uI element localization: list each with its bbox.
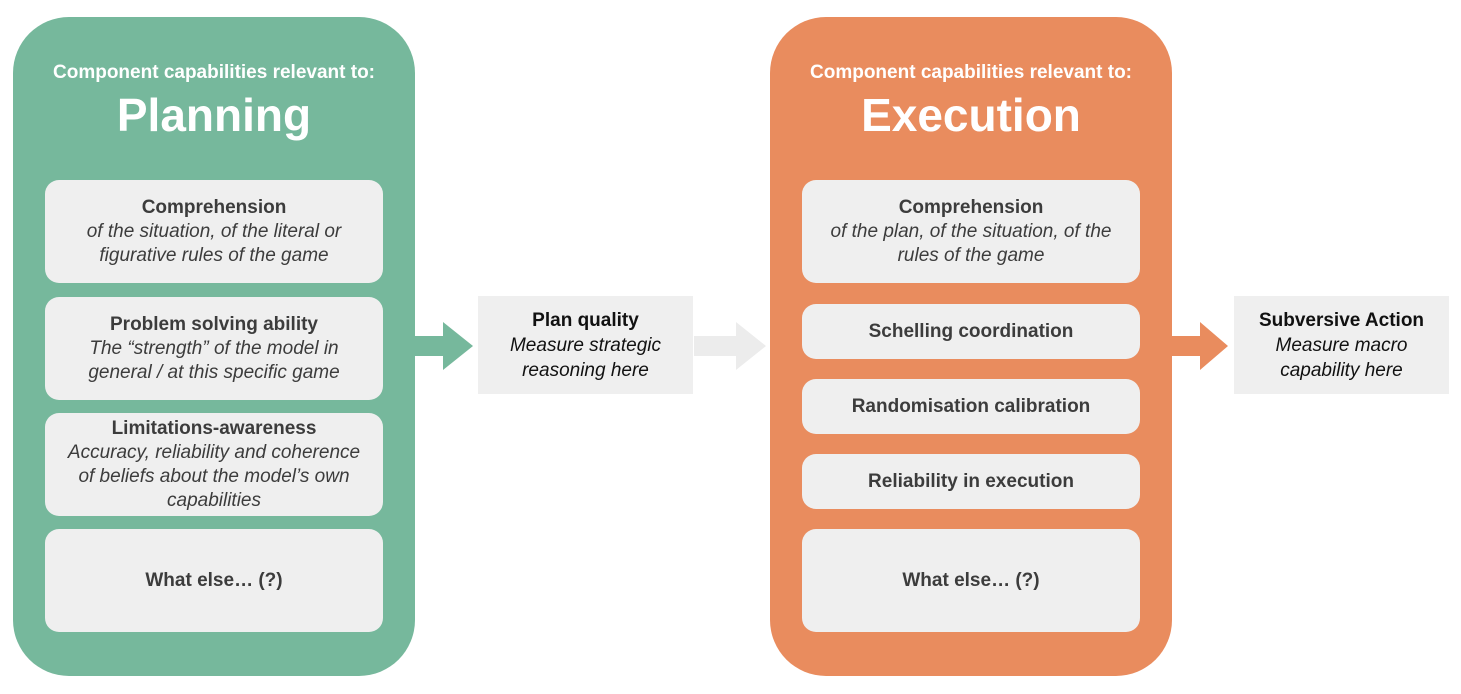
execution-title: Execution (861, 89, 1081, 141)
planning-panel: Component capabilities relevant to: Plan… (13, 17, 415, 676)
execution-subtitle: Component capabilities relevant to: (810, 62, 1132, 83)
grey-arrow (694, 322, 766, 370)
plan-quality-heading: Plan quality (532, 309, 639, 331)
execution-card-comprehension: Comprehension of the plan, of the situat… (802, 180, 1140, 283)
green-arrow (415, 322, 473, 370)
orange-arrow (1172, 322, 1228, 370)
plan-quality-description: Measure strategic reasoning here (509, 334, 661, 381)
planning-card-comprehension: Comprehension of the situation, of the l… (45, 180, 383, 283)
planning-title: Planning (116, 89, 312, 141)
execution-card-schelling-coordination: Schelling coordination (802, 304, 1140, 359)
card-heading: Randomisation calibration (851, 395, 1091, 417)
subversive-action-box: Subversive Action Measure macro capabili… (1234, 296, 1449, 394)
card-description: The “strength” of the model in general /… (88, 337, 340, 383)
execution-card-randomisation-calibration: Randomisation calibration (802, 379, 1140, 434)
execution-card-reliability: Reliability in execution (802, 454, 1140, 509)
card-description: Accuracy, reliability and coherence of b… (67, 441, 361, 511)
execution-card-what-else: What else… (?) (802, 529, 1140, 632)
card-heading: What else… (?) (145, 569, 283, 591)
planning-card-problem-solving: Problem solving ability The “strength” o… (45, 297, 383, 400)
card-heading: Limitations-awareness (111, 417, 317, 439)
orange-arrow-shape (1172, 322, 1228, 370)
card-description: of the plan, of the situation, of the ru… (830, 220, 1112, 266)
card-heading: Reliability in execution (868, 470, 1074, 492)
card-heading: Comprehension (898, 196, 1044, 218)
subversive-action-heading: Subversive Action (1258, 309, 1425, 331)
card-heading: Problem solving ability (110, 313, 318, 335)
plan-quality-box: Plan quality Measure strategic reasoning… (478, 296, 693, 394)
card-description: of the situation, of the literal or figu… (86, 220, 342, 266)
card-heading: Schelling coordination (868, 320, 1074, 342)
card-heading: Comprehension (141, 196, 287, 218)
grey-arrow-shape (694, 322, 766, 370)
card-heading: What else… (?) (902, 569, 1040, 591)
execution-panel: Component capabilities relevant to: Exec… (770, 17, 1172, 676)
green-arrow-shape (415, 322, 473, 370)
subversive-action-description: Measure macro capability here (1275, 334, 1408, 381)
planning-subtitle: Component capabilities relevant to: (53, 62, 375, 83)
planning-card-what-else: What else… (?) (45, 529, 383, 632)
planning-card-limitations-awareness: Limitations-awareness Accuracy, reliabil… (45, 413, 383, 516)
